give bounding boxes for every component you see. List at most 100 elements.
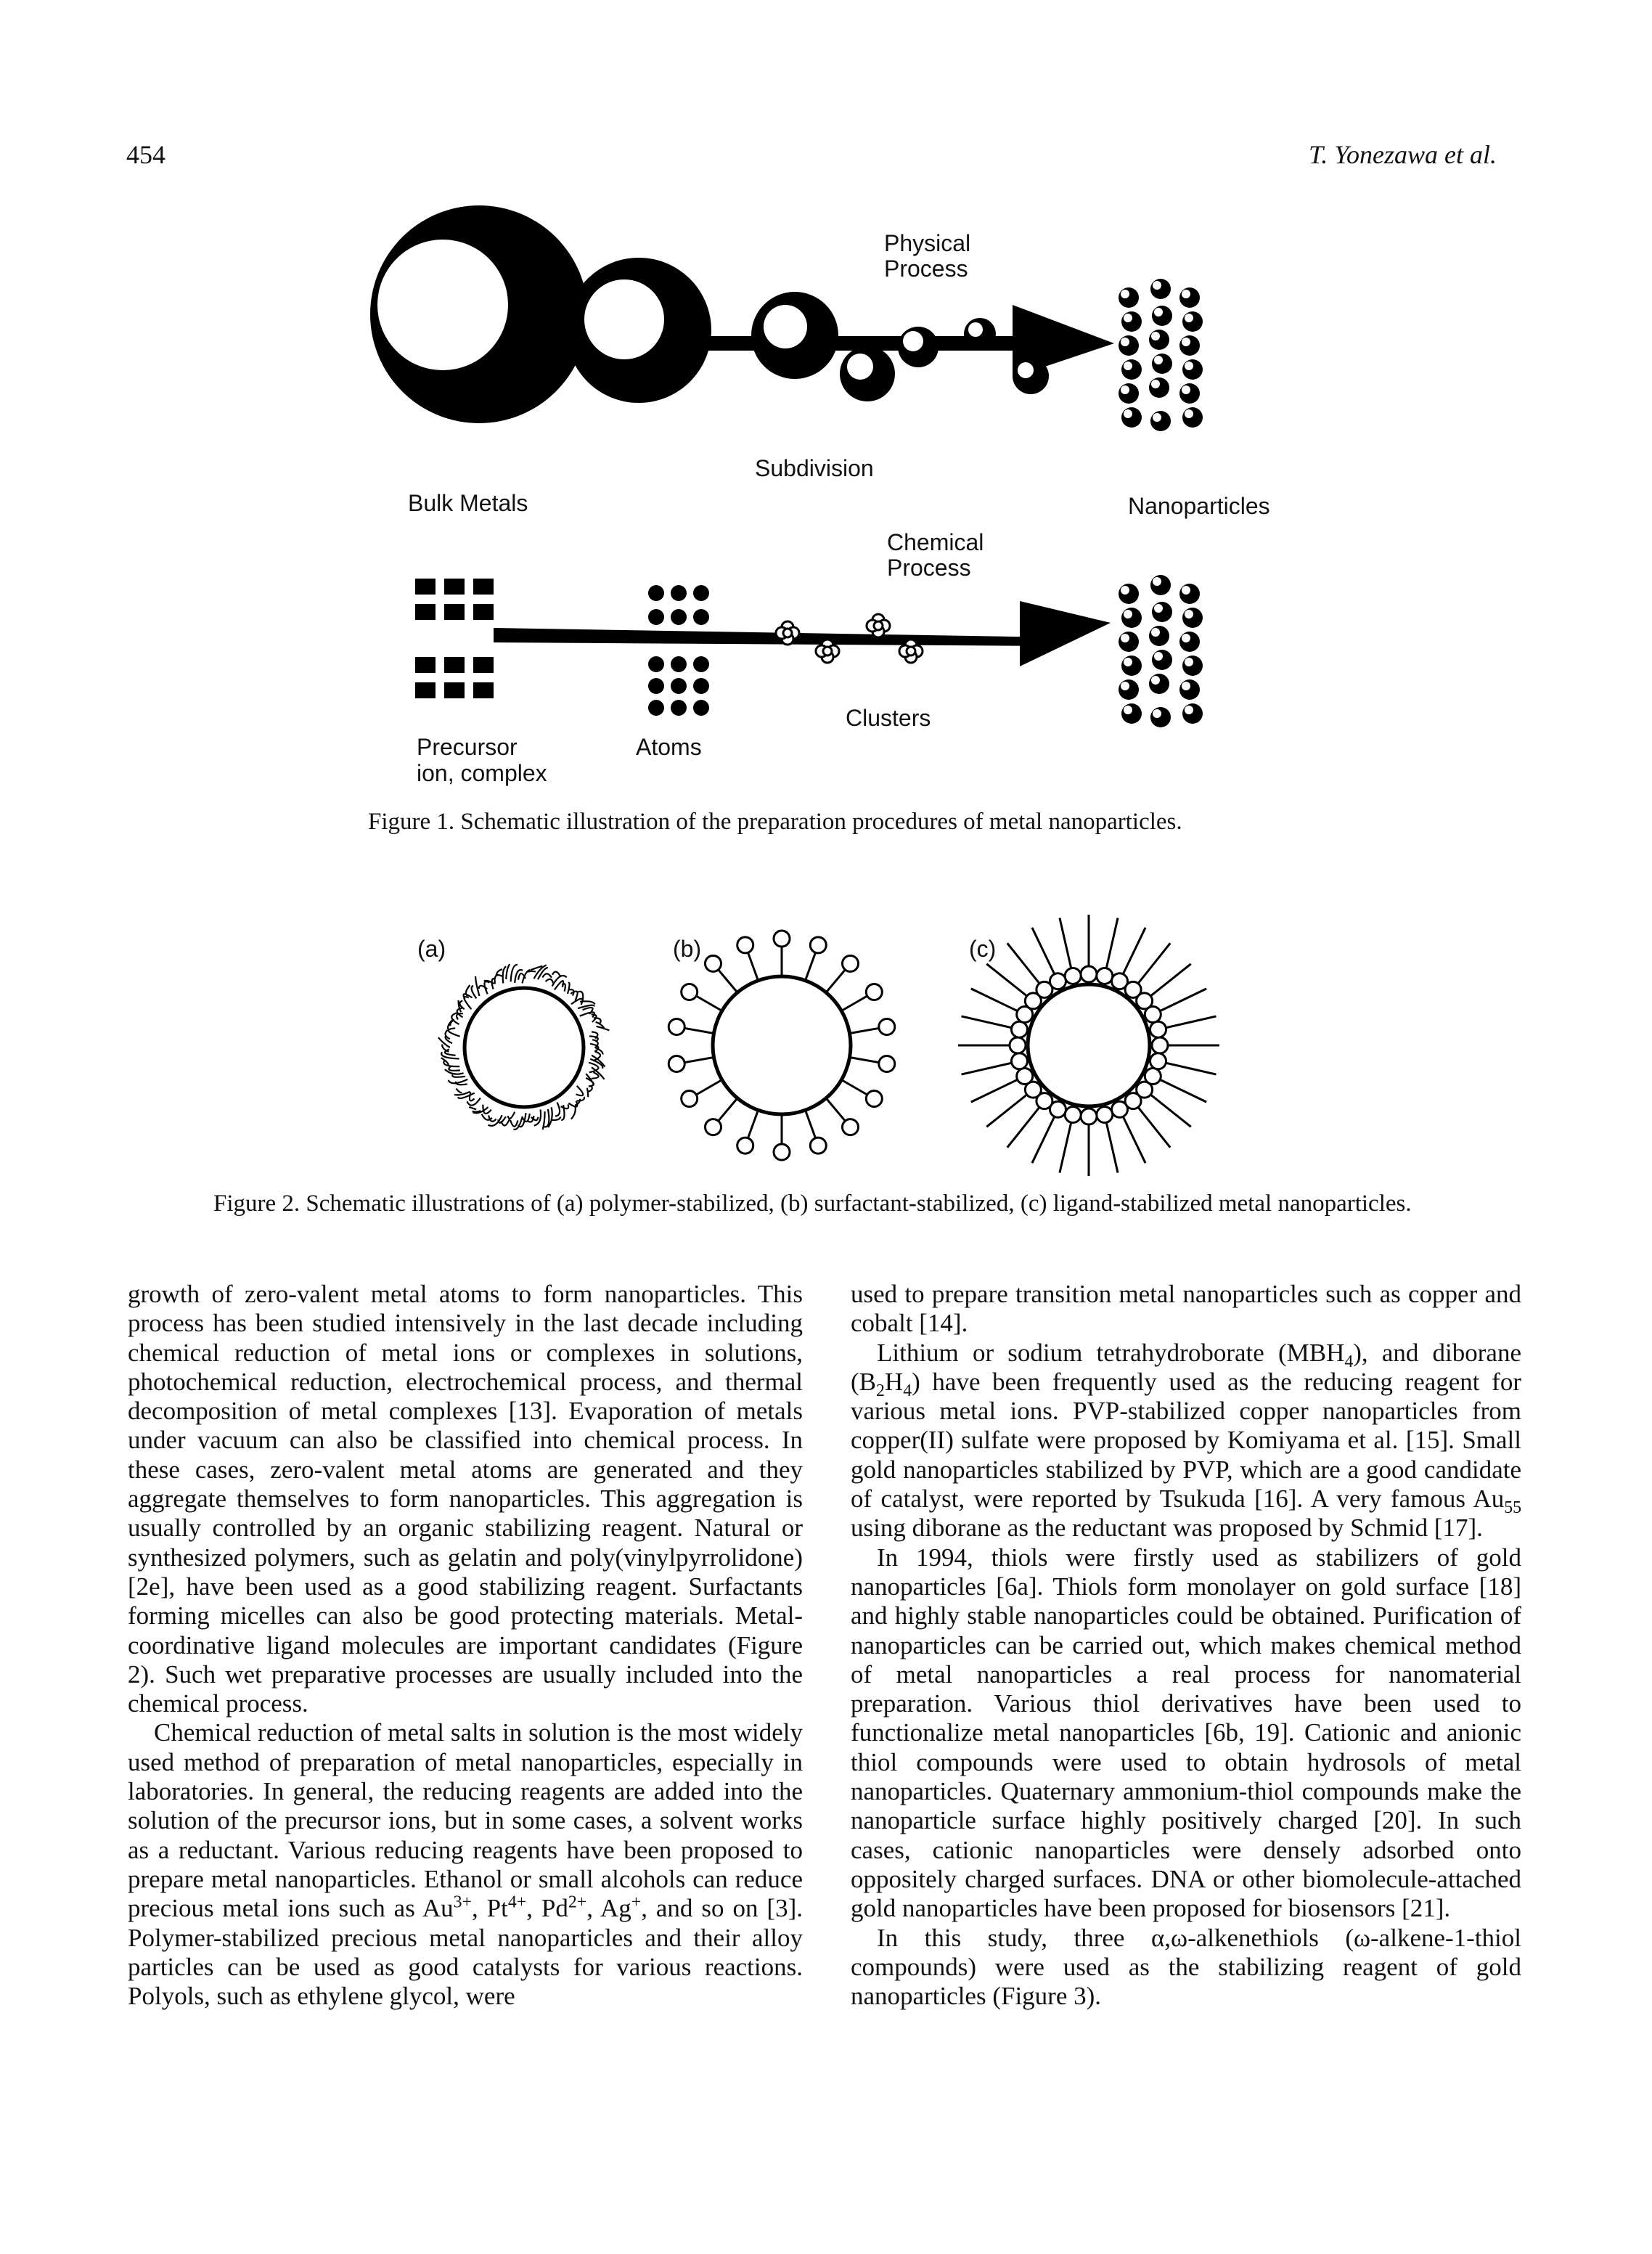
surfactant-tail <box>718 969 739 994</box>
ligand-chain <box>1031 927 1057 977</box>
ligand-anchor <box>1015 1067 1034 1086</box>
surfactant-tail <box>825 969 846 994</box>
ligand-chain <box>1006 1104 1042 1148</box>
ligand-anchor <box>1010 1052 1029 1071</box>
chemical-process-diagram <box>415 579 1111 716</box>
surfactant-tail <box>841 1079 867 1095</box>
surfactant-head <box>736 1136 755 1155</box>
ligand-anchor <box>1143 1005 1162 1024</box>
body-column-right: used to prepare transition metal nanopar… <box>851 1280 1521 2011</box>
label-ion-complex: ion, complex <box>417 760 547 786</box>
ligand-chain <box>1135 942 1171 987</box>
surfactant-tail <box>849 1056 879 1063</box>
ligand-anchor <box>1008 1036 1027 1055</box>
ligand-anchor <box>1063 966 1082 985</box>
clusters <box>774 613 924 664</box>
surfactant-head <box>841 954 859 973</box>
atom-dots <box>648 585 709 716</box>
ligand-chain <box>1121 927 1147 977</box>
surfactant-tail <box>804 1109 817 1138</box>
ligand-chain <box>1121 1114 1147 1164</box>
paragraph: Chemical reduction of metal salts in sol… <box>128 1718 803 2011</box>
ligand-chain <box>970 987 1021 1013</box>
ligand-chain <box>1157 1077 1207 1103</box>
body-column-left: growth of zero-valent metal atoms to for… <box>128 1280 803 2011</box>
label-process-2: Process <box>887 555 971 581</box>
ligand-chain <box>1105 1120 1119 1173</box>
nanoparticles-top <box>1119 279 1203 431</box>
surfactant-head <box>864 983 883 1001</box>
ligand-stabilized-particle <box>958 915 1219 1176</box>
label-physical: Physical <box>884 230 970 256</box>
ligand-anchor <box>1048 1100 1067 1119</box>
paragraph: In this study, three α,ω-alkenethiols (ω… <box>851 1923 1521 2011</box>
panel-label-b: (b) <box>673 936 701 962</box>
ligand-anchor <box>1149 1020 1168 1039</box>
surfactant-head <box>864 1090 883 1108</box>
arrow-head <box>1020 601 1111 666</box>
label-nanoparticles: Nanoparticles <box>1128 493 1270 519</box>
surfactant-head <box>772 929 791 948</box>
surfactant-tail <box>747 1109 759 1138</box>
ligand-anchor <box>1124 980 1142 999</box>
surfactant-head <box>704 954 723 973</box>
surfactant-head <box>809 936 827 955</box>
ligand-anchor <box>1063 1106 1082 1124</box>
ligand-anchor <box>1111 1100 1129 1119</box>
ligand-chain <box>1135 1104 1171 1148</box>
ligand-anchor <box>1023 992 1042 1010</box>
ligand-chain <box>1164 1061 1216 1076</box>
page-number: 454 <box>126 140 165 169</box>
surfactant-head <box>667 1017 686 1036</box>
label-precursor: Precursor <box>417 734 518 760</box>
ligand-anchor <box>1095 1106 1114 1124</box>
surfactant-head <box>809 1136 827 1155</box>
ligand-anchor <box>1015 1005 1034 1024</box>
ligand-anchor <box>1035 980 1054 999</box>
surfactant-tail <box>849 1027 879 1034</box>
panel-label-c: (c) <box>969 936 996 962</box>
surfactant-head <box>841 1118 859 1137</box>
ligand-chain <box>1148 1092 1192 1128</box>
figure-1-caption: Figure 1. Schematic illustration of the … <box>368 809 1182 835</box>
ligand-anchor <box>1124 1092 1142 1111</box>
ligand-chain <box>1164 1015 1216 1029</box>
ligand-chain <box>1157 987 1207 1013</box>
ligand-anchor <box>1135 1080 1154 1099</box>
surfactant-head <box>878 1017 896 1036</box>
surfactant-tail <box>696 1079 723 1095</box>
surfactant-tail <box>825 1097 846 1122</box>
ligand-anchor <box>1150 1036 1169 1055</box>
precursor-squares <box>415 579 494 698</box>
panel-label-a: (a) <box>417 936 446 962</box>
surfactant-tail <box>684 1027 714 1034</box>
surfactant-tail <box>804 952 817 981</box>
surfactant-head <box>736 936 755 955</box>
ligand-anchor <box>1035 1092 1054 1111</box>
label-atoms: Atoms <box>636 734 702 760</box>
ligand-anchor <box>1023 1080 1042 1099</box>
surfactant-head <box>680 983 699 1001</box>
ligand-chain <box>986 1092 1030 1128</box>
surfactant-head <box>772 1143 791 1161</box>
surfactant-head <box>704 1118 723 1137</box>
surfactant-head <box>667 1055 686 1074</box>
paragraph: Lithium or sodium tetrahydroborate (MBH4… <box>851 1338 1521 1543</box>
ligand-chain <box>1105 918 1119 971</box>
surfactant-tail <box>684 1056 714 1063</box>
label-chemical: Chemical <box>887 529 984 555</box>
ligand-anchor <box>1149 1052 1168 1071</box>
surfactant-tail <box>696 995 723 1012</box>
figure-2-schematic: (a) (b) (c) <box>417 915 1219 1176</box>
paragraph: used to prepare transition metal nanopar… <box>851 1280 1521 1338</box>
label-clusters: Clusters <box>846 705 931 731</box>
physical-process-diagram <box>370 205 1114 423</box>
ligand-chain <box>1058 918 1073 971</box>
figure-1-schematic: Physical Process Subdivision Bulk Metals… <box>370 205 1270 786</box>
ligand-anchor <box>1079 1107 1098 1126</box>
paragraph: In 1994, thiols were firstly used as sta… <box>851 1543 1521 1923</box>
surfactant-tail <box>747 952 759 981</box>
polymer-stabilized-particle <box>437 963 610 1130</box>
label-process-1: Process <box>884 256 968 282</box>
surfactant-head <box>878 1055 896 1074</box>
